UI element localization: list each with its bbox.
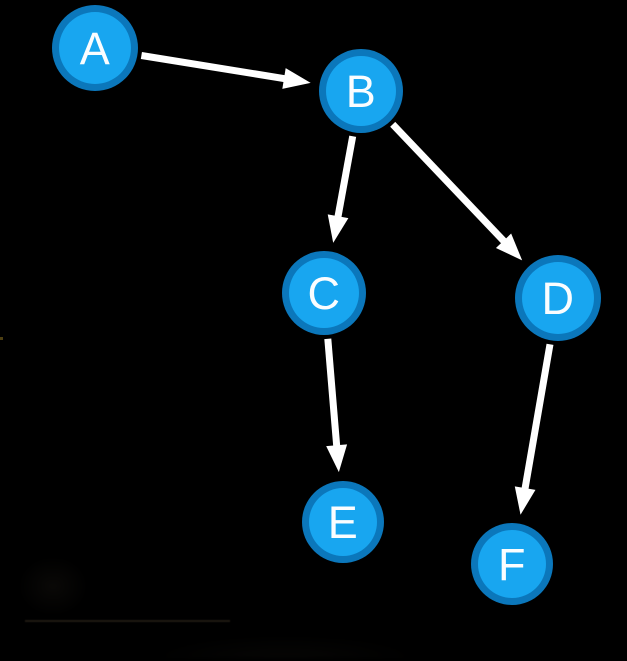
edge-shaft — [324, 338, 341, 449]
arrowhead-icon — [514, 486, 536, 515]
nodes-layer: A B C D E F — [52, 5, 601, 605]
node-body — [478, 530, 546, 598]
edge-shaft — [334, 135, 357, 220]
node-C[interactable]: C — [282, 251, 366, 335]
edge-A-B[interactable] — [140, 52, 311, 89]
edge-C-E[interactable] — [324, 338, 348, 473]
node-label: E — [328, 497, 359, 548]
node-label: B — [346, 66, 377, 117]
node-label: D — [542, 273, 575, 324]
node-body — [289, 258, 359, 328]
edge-D-F[interactable] — [514, 343, 554, 515]
node-label: A — [80, 23, 111, 74]
arrowhead-icon — [282, 68, 311, 89]
node-F[interactable]: F — [471, 523, 553, 605]
node-B[interactable]: B — [319, 49, 403, 133]
node-body — [59, 12, 131, 84]
edge-shaft — [390, 121, 509, 246]
node-label: C — [308, 268, 341, 319]
arrowhead-icon — [327, 214, 349, 243]
node-label: F — [498, 539, 526, 590]
node-body — [522, 262, 594, 334]
arrowhead-icon — [495, 233, 523, 261]
node-E[interactable]: E — [302, 481, 384, 563]
node-A[interactable]: A — [52, 5, 138, 91]
edge-B-D[interactable] — [390, 121, 523, 261]
node-D[interactable]: D — [515, 255, 601, 341]
node-body — [309, 488, 377, 556]
edge-shaft — [140, 52, 288, 83]
edge-B-C[interactable] — [327, 135, 357, 243]
edge-shaft — [521, 343, 554, 492]
arrowhead-icon — [326, 444, 348, 473]
edges-layer — [140, 52, 554, 515]
node-body — [326, 56, 396, 126]
